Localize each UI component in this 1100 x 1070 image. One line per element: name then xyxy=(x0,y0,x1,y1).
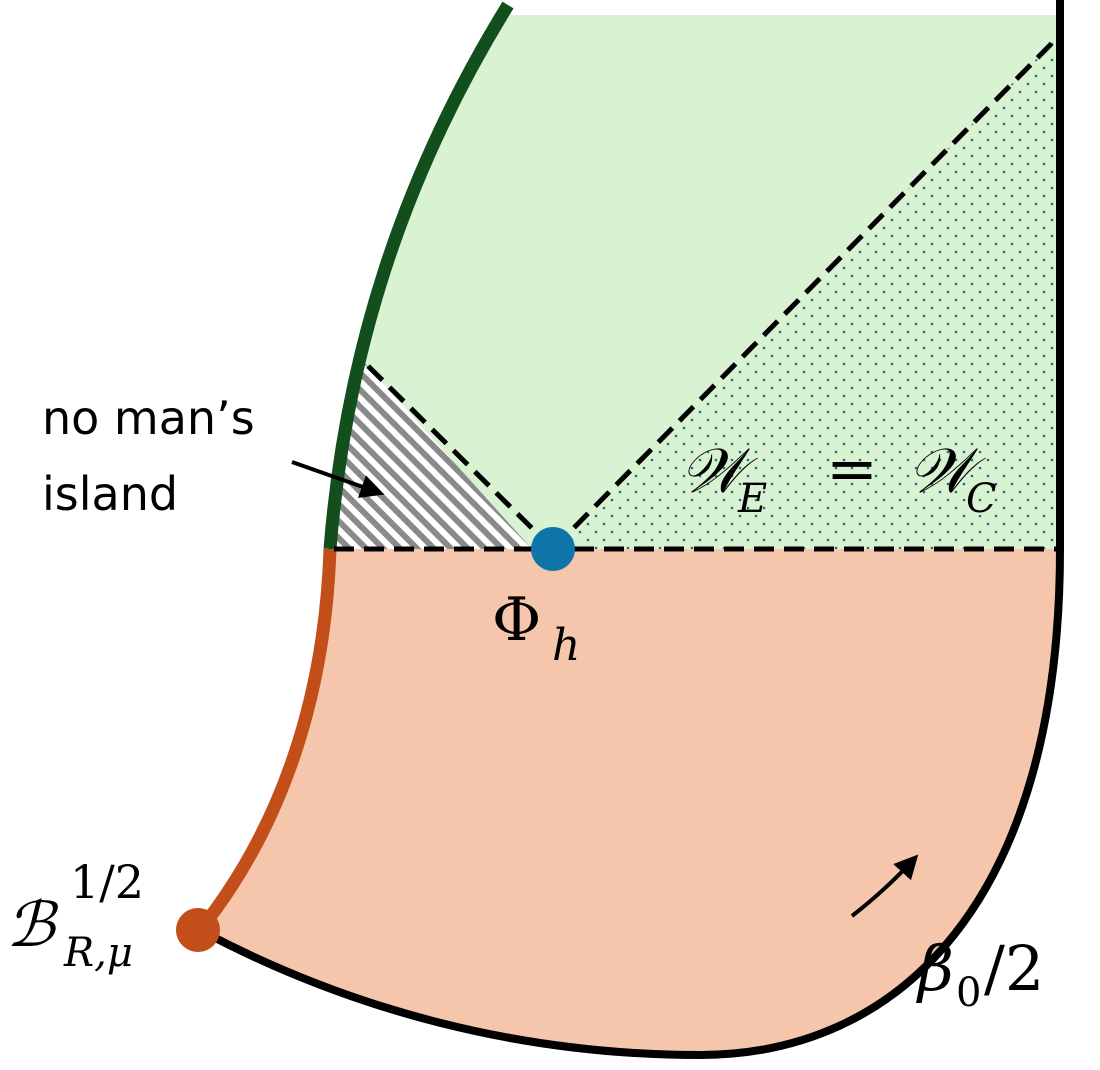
phi-point xyxy=(531,527,575,571)
boundary-b-sup: 1/2 xyxy=(70,855,144,909)
region-label-equals: = xyxy=(826,432,878,505)
no-mans-island-region xyxy=(330,360,532,549)
beta-label-sub: 0 xyxy=(956,970,981,1016)
diagonal-dashed-line-left xyxy=(360,358,555,551)
bottom-arc-boundary xyxy=(198,548,1064,1060)
beta-label: β xyxy=(916,932,954,1005)
green-boundary-curve xyxy=(323,1,514,550)
orange-boundary-curve xyxy=(194,548,337,935)
boundary-b-sub: R,μ xyxy=(63,930,133,976)
annotation-line-2: island xyxy=(42,467,178,521)
phi-label-sub: h xyxy=(552,620,580,671)
region-label-sub-c: C xyxy=(966,476,997,522)
beta-label-rest: /2 xyxy=(984,932,1044,1005)
annotation-line-1: no man’s xyxy=(42,391,255,445)
region-label-sub-e: E xyxy=(737,476,767,522)
rotation-arrow xyxy=(850,854,919,918)
phi-label: Φ xyxy=(492,585,541,655)
diagonal-dashed-line-right xyxy=(551,33,1062,551)
lower-region xyxy=(200,549,1060,1055)
boundary-endpoint xyxy=(176,908,220,952)
boundary-b-label: ℬ xyxy=(6,888,59,961)
annotation-arrow xyxy=(291,460,385,498)
